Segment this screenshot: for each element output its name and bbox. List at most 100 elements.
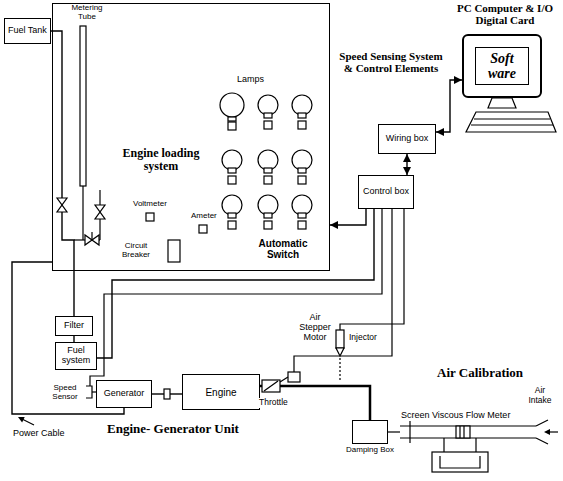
part-label: Throttle — [258, 398, 289, 408]
part-label: Speed Sensor — [44, 384, 86, 402]
box-label: Damping Box — [346, 446, 394, 455]
lamp-bulb — [222, 150, 242, 170]
connector — [436, 80, 462, 132]
air-intake-arrow — [550, 431, 558, 432]
lamp-switch — [298, 176, 306, 184]
flow-meter-flange — [409, 421, 410, 443]
part-label: Lamps — [236, 74, 265, 84]
lamp-base — [228, 168, 236, 173]
connector — [406, 154, 407, 175]
part-label: Automatic Switch — [250, 238, 316, 260]
part-label: Injector — [348, 333, 378, 343]
lamp-base — [264, 213, 272, 218]
lamp-switch — [264, 221, 272, 229]
fuel-system-box: Fuel system — [55, 342, 97, 370]
keyboard — [466, 112, 556, 132]
flow-meter-bell — [536, 438, 548, 444]
wiring-box: Wiring box — [378, 124, 436, 154]
box-label: Generator — [104, 389, 145, 399]
panel-title: Engine loading system — [113, 147, 209, 173]
lamp-base — [228, 117, 236, 121]
part-label: Air Stepper Motor — [296, 312, 334, 342]
lamp-base — [228, 213, 236, 218]
stepper-wire — [294, 209, 392, 372]
circuit-breaker-symbol — [168, 240, 180, 262]
flow-screen — [456, 426, 470, 438]
part-label: Voltmeter — [132, 200, 168, 209]
leader-arrow — [18, 417, 25, 422]
speed-sensor-symbol — [92, 391, 96, 392]
loading-panel: Engine loading system — [52, 3, 330, 271]
lamp-switch — [298, 121, 306, 129]
lamp-base — [264, 168, 272, 173]
throttle-plate — [264, 381, 278, 391]
lamp-switch — [228, 122, 236, 130]
valve-symbol — [57, 198, 67, 212]
part-label: Metering Tube — [66, 4, 108, 22]
speed-sensor-symbol — [86, 386, 92, 398]
computer-monitor: Soft ware — [462, 34, 542, 98]
lamp-base — [298, 213, 306, 218]
section-heading: Speed Sensing System & Control Elements — [334, 50, 448, 75]
flow-screen — [463, 426, 464, 438]
box-label: Control box — [363, 187, 409, 197]
lamp-base — [264, 113, 272, 118]
connector — [12, 262, 124, 414]
stepper-link — [280, 377, 288, 382]
lamp-base — [298, 113, 306, 118]
generator-box: Generator — [96, 380, 152, 408]
ammeter-symbol — [199, 225, 207, 233]
damping-box: Damping Box — [352, 420, 388, 444]
manometer-tap — [443, 438, 444, 452]
lamp-bulb — [220, 93, 244, 117]
injector-nozzle — [336, 348, 344, 356]
part-label: Power Cable — [12, 428, 66, 438]
lamp-switch — [264, 176, 272, 184]
air-intake-arrow — [544, 429, 550, 435]
box-label: Filter — [64, 321, 84, 331]
shaft-coupling — [164, 389, 170, 399]
automatic-switch — [298, 221, 306, 229]
part-label: Screen Viscous Flow Meter — [400, 410, 511, 420]
connector — [51, 31, 74, 316]
manometer-tap — [475, 438, 476, 452]
lamp-bulb — [292, 195, 312, 215]
injector-spray — [339, 358, 340, 382]
manometer — [432, 452, 488, 472]
lamp-bulb — [292, 150, 312, 170]
throttle-body — [262, 380, 280, 392]
connector — [97, 209, 374, 358]
injector-wire — [340, 209, 404, 330]
air-pipe — [388, 431, 400, 432]
metering-tube — [80, 26, 86, 186]
fuel-pipe — [82, 186, 83, 240]
injector-body — [336, 330, 344, 348]
box-label: Fuel Tank — [8, 26, 47, 36]
engine-box: Engine — [182, 374, 260, 410]
part-label: Ameter — [190, 212, 218, 221]
box-label: Wiring box — [386, 134, 429, 144]
box-label: Engine — [205, 387, 236, 398]
section-heading: PC Computer & I/O Digital Card — [452, 2, 558, 27]
keyboard-keys — [471, 124, 553, 125]
stepper-motor — [288, 372, 300, 382]
valve-handle — [91, 232, 92, 240]
lamp-switch — [264, 121, 272, 129]
lamp-base — [298, 168, 306, 173]
section-heading: Engine- Generator Unit — [106, 422, 240, 437]
filter-box: Filter — [55, 316, 93, 336]
monitor-stand — [488, 98, 516, 108]
flow-meter-bell — [536, 420, 548, 426]
lamp-bulb — [292, 95, 312, 115]
connector — [73, 336, 74, 342]
sensor-wire — [90, 209, 382, 386]
connector — [330, 209, 366, 225]
box-label: Fuel system — [59, 346, 93, 366]
fuel-tank-box: Fuel Tank — [4, 18, 51, 44]
voltmeter-symbol — [146, 213, 154, 221]
keyboard-keys — [474, 118, 550, 119]
lamp-bulb — [258, 95, 278, 115]
